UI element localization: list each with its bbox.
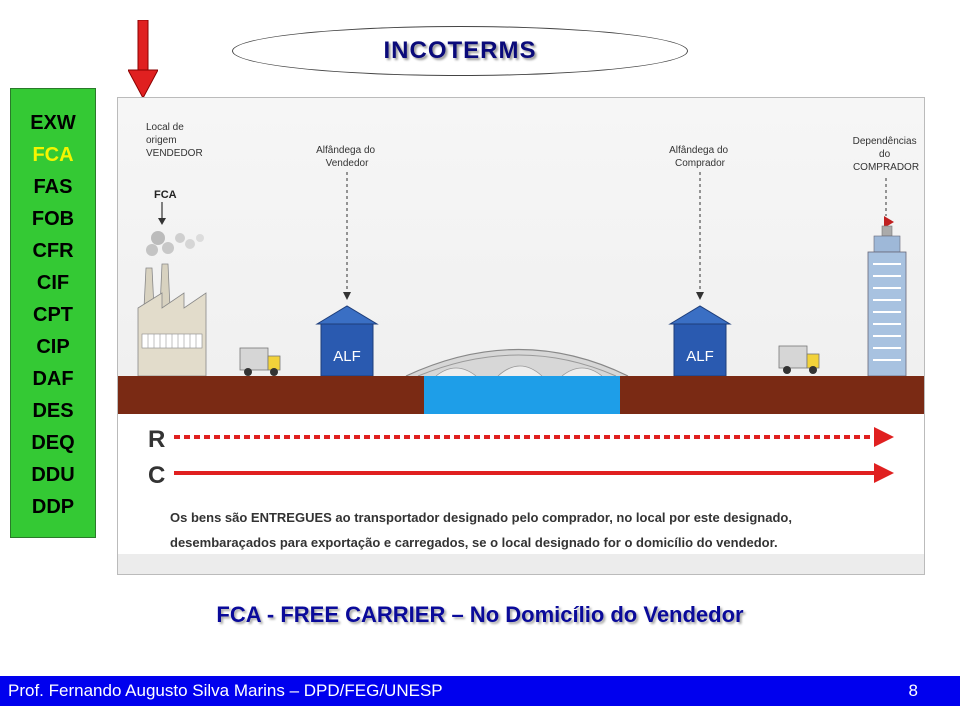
red-arrow-icon — [128, 20, 158, 100]
term-daf: DAF — [32, 368, 74, 390]
term-ddp: DDP — [31, 496, 75, 518]
fca-diagram: Local de origem VENDEDOR FCA Alfândega d… — [117, 97, 925, 575]
fca-tag: FCA — [154, 189, 177, 201]
cost-letter: C — [148, 462, 165, 489]
title-ellipse: INCOTERMS — [232, 26, 688, 76]
term-cif: CIF — [36, 272, 70, 294]
term-fob: FOB — [31, 208, 75, 230]
term-exw: EXW — [30, 112, 76, 134]
slide-caption: FCA - FREE CARRIER – No Domicílio do Ven… — [216, 602, 744, 627]
truck-icon-seller — [239, 347, 281, 376]
svg-text:ALF: ALF — [686, 348, 714, 365]
slide-title: INCOTERMS — [383, 37, 537, 64]
page-number: 8 — [908, 681, 918, 700]
seller-customs-house-icon: ALF — [315, 305, 379, 377]
bridge-icon — [405, 348, 629, 377]
term-des: DES — [32, 400, 74, 422]
term-fas: FAS — [33, 176, 73, 198]
road-left — [118, 376, 424, 414]
term-ddu: DDU — [31, 464, 75, 486]
footer-author: Prof. Fernando Augusto Silva Marins – DP… — [8, 681, 443, 700]
factory-icon — [137, 231, 207, 377]
truck-icon-buyer — [778, 345, 820, 374]
footer-bar: Prof. Fernando Augusto Silva Marins – DP… — [0, 676, 960, 706]
buyer-building-icon — [867, 216, 907, 377]
diagram-svg: Local de origem VENDEDOR FCA Alfândega d… — [118, 98, 924, 574]
road-right — [620, 376, 924, 414]
risk-letter: R — [148, 426, 165, 453]
water — [424, 376, 620, 414]
svg-text:ALF: ALF — [333, 348, 361, 365]
seller-place-label: Local de origem VENDEDOR — [146, 122, 203, 159]
buyer-place-label: Dependências do COMPRADOR — [853, 136, 920, 173]
diagram-description: Os bens são ENTREGUES ao transportador d… — [170, 510, 796, 550]
term-cfr: CFR — [32, 240, 74, 262]
seller-customs-label: Alfândega do Vendedor — [316, 145, 378, 169]
incoterms-list: EXW FCA FAS FOB CFR CIF CPT CIP DAF DES … — [10, 88, 96, 538]
term-fca-active: FCA — [32, 144, 74, 166]
term-cpt: CPT — [33, 304, 73, 326]
term-deq: DEQ — [31, 432, 75, 454]
term-cip: CIP — [36, 336, 70, 358]
buyer-customs-house-icon: ALF — [668, 305, 732, 377]
buyer-customs-label: Alfândega do Comprador — [669, 145, 731, 169]
